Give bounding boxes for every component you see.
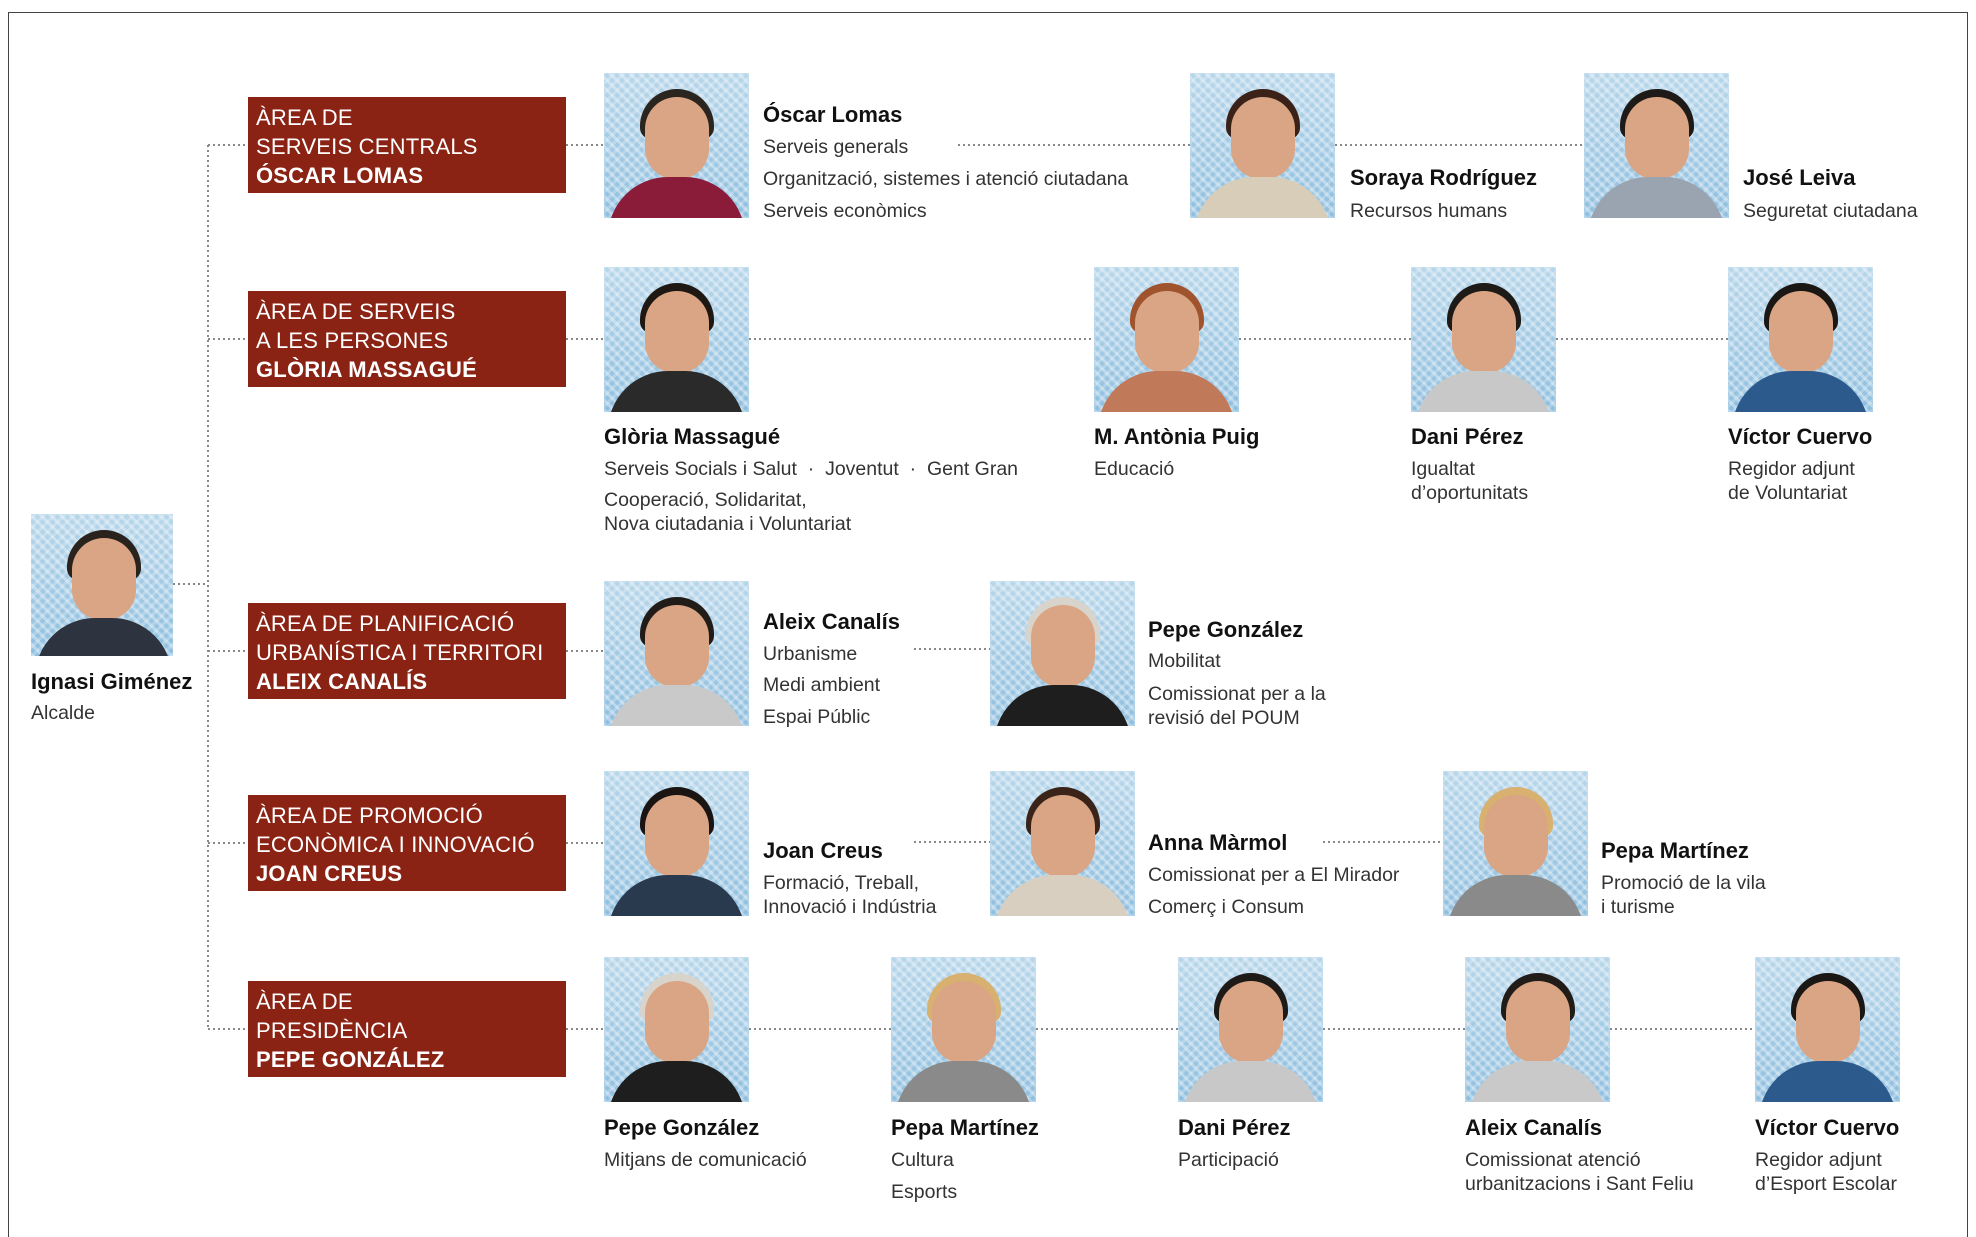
area-line: ÀREA DE PLANIFICACIÓ: [256, 611, 515, 636]
area-line: ÀREA DE SERVEIS: [256, 299, 456, 324]
person-role: Cultura: [891, 1149, 954, 1171]
area-line: A LES PERSONES: [256, 328, 449, 353]
photo-pepe-gonzalez: [990, 581, 1135, 726]
person-role: Cooperació, Solidaritat,: [604, 489, 807, 511]
photo-mayor: [31, 514, 173, 656]
area-box-serveis-centrals: ÀREA DE SERVEIS CENTRALS ÓSCAR LOMAS: [248, 97, 566, 193]
area-line: URBANÍSTICA I TERRITORI: [256, 640, 544, 665]
person-role: Regidor adjunt: [1728, 458, 1855, 480]
person-role: Comissionat per a El Mirador: [1148, 864, 1400, 886]
mayor-role: Alcalde: [31, 702, 95, 724]
area-line: ÀREA DE PROMOCIÓ: [256, 803, 483, 828]
person-role: Espai Públic: [763, 706, 871, 728]
person-role: Educació: [1094, 458, 1175, 480]
person-role: Medi ambient: [763, 674, 881, 696]
person-role: Mitjans de comunicació: [604, 1149, 807, 1171]
mayor-name: Ignasi Giménez: [31, 669, 193, 694]
person-name: José Leiva: [1743, 165, 1856, 190]
person-name: Pepe González: [1148, 617, 1304, 642]
person-role: d’oportunitats: [1411, 482, 1529, 504]
photo-dani-perez: [1178, 957, 1323, 1102]
area-box-serveis-persones: ÀREA DE SERVEIS A LES PERSONES GLÒRIA MA…: [248, 291, 566, 387]
photo-anna-marmol: [990, 771, 1135, 916]
area-line: ÀREA DE: [256, 989, 353, 1014]
photo-m-antonia-puig: [1094, 267, 1239, 412]
area-line: SERVEIS CENTRALS: [256, 134, 478, 159]
person-name: M. Antònia Puig: [1094, 424, 1260, 449]
person-name: Pepa Martínez: [1601, 838, 1749, 863]
person-name: Soraya Rodríguez: [1350, 165, 1538, 190]
person-role: Formació, Treball,: [763, 872, 920, 894]
person-role: Esports: [891, 1181, 958, 1203]
area-line: PRESIDÈNCIA: [256, 1018, 408, 1043]
person-name: Pepa Martínez: [891, 1115, 1039, 1140]
area-head: GLÒRIA MASSAGUÉ: [256, 357, 477, 382]
person-name: Dani Pérez: [1411, 424, 1524, 449]
person-role: Organització, sistemes i atenció ciutada…: [763, 168, 1129, 190]
person-role: Comerç i Consum: [1148, 896, 1305, 918]
photo-pepa-martinez: [891, 957, 1036, 1102]
person-role: Comissionat atenció: [1465, 1149, 1641, 1171]
photo-pepa-martinez: [1443, 771, 1588, 916]
person-role: Seguretat ciutadana: [1743, 200, 1918, 222]
area-head: ÓSCAR LOMAS: [256, 163, 424, 188]
area-head: ALEIX CANALÍS: [256, 669, 428, 694]
person-name: Aleix Canalís: [1465, 1115, 1602, 1140]
person-role: d’Esport Escolar: [1755, 1173, 1897, 1195]
person-role: Innovació i Indústria: [763, 896, 937, 918]
person-role: Recursos humans: [1350, 200, 1508, 222]
person-name: Glòria Massagué: [604, 424, 781, 449]
person-role: Promoció de la vila: [1601, 872, 1766, 894]
person-name: Víctor Cuervo: [1755, 1115, 1900, 1140]
photo-joan-creus: [604, 771, 749, 916]
person-name: Dani Pérez: [1178, 1115, 1291, 1140]
person-role: Serveis Socials i Salut · Joventut · Gen…: [604, 458, 1019, 480]
photo-victor-cuervo: [1728, 267, 1873, 412]
person-role: Urbanisme: [763, 643, 858, 665]
person-name: Víctor Cuervo: [1728, 424, 1873, 449]
area-head: PEPE GONZÁLEZ: [256, 1047, 445, 1072]
person-role: urbanitzacions i Sant Feliu: [1465, 1173, 1694, 1195]
person-name: Óscar Lomas: [763, 102, 903, 127]
person-role: i turisme: [1601, 896, 1675, 918]
photo-dani-perez: [1411, 267, 1556, 412]
photo-aleix-canalis: [1465, 957, 1610, 1102]
area-head: JOAN CREUS: [256, 861, 403, 886]
person-name: Joan Creus: [763, 838, 883, 863]
area-line: ÀREA DE: [256, 105, 353, 130]
person-role: Comissionat per a la: [1148, 683, 1326, 705]
person-role: Regidor adjunt: [1755, 1149, 1882, 1171]
photo-soraya-rodriguez: [1190, 73, 1335, 218]
area-box-presidencia: ÀREA DE PRESIDÈNCIA PEPE GONZÁLEZ: [248, 981, 566, 1077]
person-name: Anna Màrmol: [1148, 830, 1288, 855]
photo-victor-cuervo: [1755, 957, 1900, 1102]
person-role: de Voluntariat: [1728, 482, 1848, 504]
person-role: Serveis econòmics: [763, 200, 927, 222]
photo-pepe-gonzalez: [604, 957, 749, 1102]
person-role: Igualtat: [1411, 458, 1475, 480]
person-role: Participació: [1178, 1149, 1279, 1171]
person-role: Mobilitat: [1148, 650, 1221, 672]
photo-aleix-canalis: [604, 581, 749, 726]
chart-frame: [8, 12, 1968, 1237]
photo-oscar-lomas: [604, 73, 749, 218]
person-role: Nova ciutadania i Voluntariat: [604, 513, 852, 535]
photo-jose-leiva: [1584, 73, 1729, 218]
photo-gloria-massague: [604, 267, 749, 412]
area-line: ECONÒMICA I INNOVACIÓ: [256, 832, 535, 857]
person-role: revisió del POUM: [1148, 707, 1300, 729]
person-name: Pepe González: [604, 1115, 760, 1140]
person-role: Serveis generals: [763, 136, 909, 158]
person-name: Aleix Canalís: [763, 609, 900, 634]
area-box-promocio: ÀREA DE PROMOCIÓ ECONÒMICA I INNOVACIÓ J…: [248, 795, 566, 891]
area-box-planificacio: ÀREA DE PLANIFICACIÓ URBANÍSTICA I TERRI…: [248, 603, 566, 699]
